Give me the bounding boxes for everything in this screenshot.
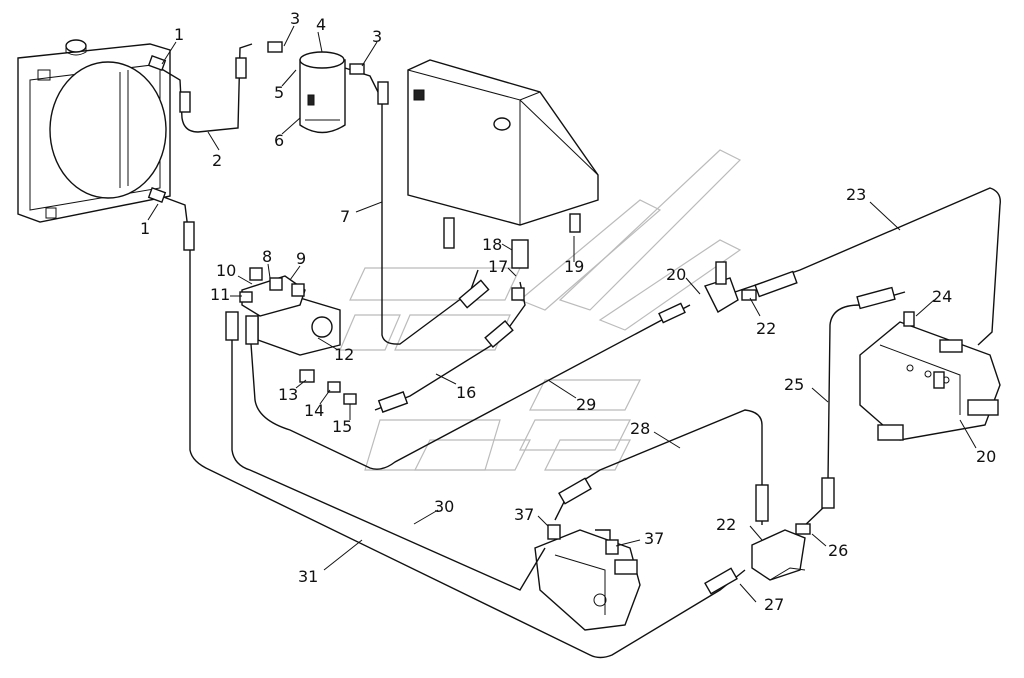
leader-lines: [147, 25, 977, 603]
callout-17: 17: [488, 257, 508, 276]
callout-11: 11: [210, 285, 230, 304]
return-filter: [299, 51, 346, 134]
callout-13: 13: [278, 385, 298, 404]
callout-16: 16: [456, 383, 476, 402]
callout-3b: 3: [372, 27, 382, 46]
callout-1a: 1: [174, 25, 184, 44]
oil-cooler-radiator: [17, 39, 171, 223]
callout-24: 24: [932, 287, 952, 306]
callout-9: 9: [296, 249, 306, 268]
callout-27: 27: [764, 595, 784, 614]
callout-28: 28: [630, 419, 650, 438]
callout-6: 6: [274, 131, 284, 150]
valve-block-bracket: [751, 529, 806, 581]
callout-8: 8: [262, 247, 272, 266]
tank-fitting-18: [443, 213, 581, 269]
callout-2: 2: [212, 151, 222, 170]
callout-25: 25: [784, 375, 804, 394]
callout-14: 14: [304, 401, 324, 420]
callout-26: 26: [828, 541, 848, 560]
callout-22a: 22: [756, 319, 776, 338]
callout-19: 19: [564, 257, 584, 276]
tee-fitting: [704, 261, 739, 313]
callout-31: 31: [298, 567, 318, 586]
hydraulic-tank: [407, 59, 599, 226]
callout-5: 5: [274, 83, 284, 102]
callout-30: 30: [434, 497, 454, 516]
callout-15: 15: [332, 417, 352, 436]
callout-22b: 22: [716, 515, 736, 534]
callout-7: 7: [340, 207, 350, 226]
callout-37a: 37: [514, 505, 534, 524]
watermark-logo: [339, 149, 742, 471]
callout-10: 10: [216, 261, 236, 280]
callout-29: 29: [576, 395, 596, 414]
control-valve-right: [859, 321, 1001, 441]
callout-12: 12: [334, 345, 354, 364]
control-valve-lower: [534, 529, 641, 631]
callout-4: 4: [316, 15, 326, 34]
callout-20b: 20: [976, 447, 996, 466]
callout-37b: 37: [644, 529, 664, 548]
callout-18: 18: [482, 235, 502, 254]
callout-20a: 20: [666, 265, 686, 284]
hose-lines: [149, 43, 1001, 659]
callout-labels: 1 2 3 4 5 6 3 7 1 8 9 10 11 12 13 14 15 …: [140, 9, 996, 614]
callout-23: 23: [846, 185, 866, 204]
callout-3a: 3: [290, 9, 300, 28]
fittings: [147, 41, 963, 595]
callout-1b: 1: [140, 219, 150, 238]
